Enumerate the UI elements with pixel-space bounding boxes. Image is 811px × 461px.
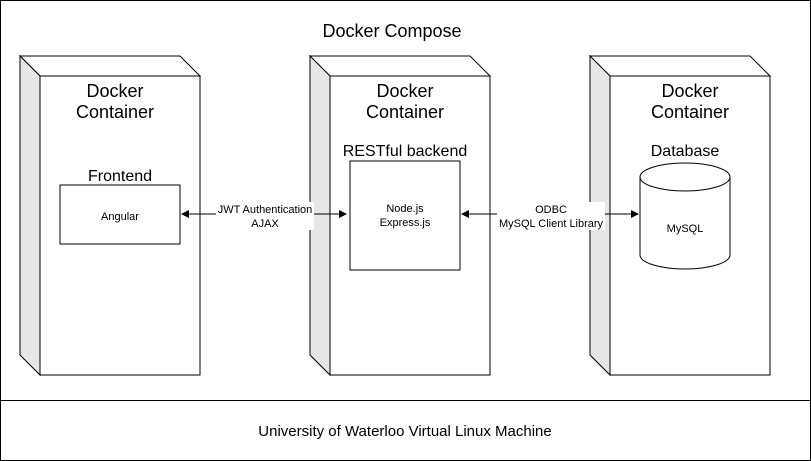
frontend-backend-label-bg (216, 202, 314, 230)
frontend-container-top-face (18, 55, 202, 77)
jwt-authentication-label: JWT Authentication (218, 204, 313, 216)
host-machine-bar (0, 400, 811, 461)
database-container-title-line1: Docker (661, 81, 718, 101)
odbc-label: ODBC (535, 204, 567, 216)
mysql-component-label: MySQL (667, 223, 704, 235)
backend-container-title-line2: Container (366, 102, 444, 122)
mysql-client-library-label: MySQL Client Library (499, 218, 604, 230)
backend-role-label: RESTful backend (343, 143, 468, 160)
backend-container-top-face (308, 55, 492, 77)
database-container-title-line2: Container (651, 102, 729, 122)
frontend-container-title-line2: Container (76, 102, 154, 122)
nodejs-component-box (349, 160, 461, 271)
mysql-cylinder-body (639, 177, 731, 270)
frontend-container-title-line1: Docker (86, 81, 143, 101)
backend-database-connection: ODBC MySQL Client Library (461, 202, 639, 230)
docker-compose-title: Docker Compose (322, 21, 461, 41)
frontend-backend-connection: JWT Authentication AJAX (181, 202, 347, 230)
nodejs-component-label: Node.js (386, 203, 424, 215)
backend-container: Docker Container RESTful backend Node.js… (308, 54, 492, 377)
angular-component-box (59, 184, 181, 245)
database-container: Docker Container Database MySQL (588, 54, 772, 377)
angular-component-label: Angular (101, 211, 139, 223)
host-machine-label: University of Waterloo Virtual Linux Mac… (258, 423, 551, 440)
mysql-cylinder-top (639, 162, 731, 192)
expressjs-component-label: Express.js (380, 217, 431, 229)
frontend-container: Docker Container Frontend Angular (18, 54, 202, 377)
backend-database-label-bg (497, 202, 605, 230)
backend-container-title-line1: Docker (376, 81, 433, 101)
frontend-role-label: Frontend (88, 168, 152, 185)
ajax-label: AJAX (251, 218, 279, 230)
database-container-top-face (588, 55, 772, 77)
database-role-label: Database (651, 143, 720, 160)
frontend-container-side-face (19, 54, 41, 377)
